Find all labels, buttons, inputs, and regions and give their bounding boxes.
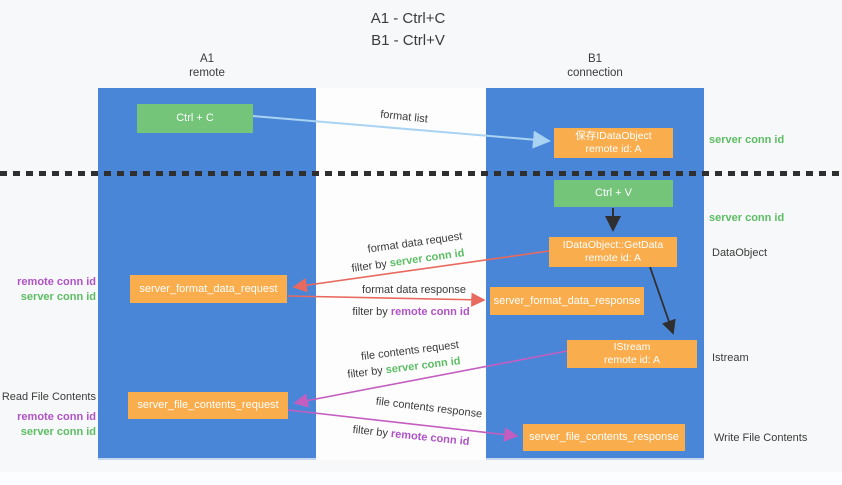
session-separator-dotted-line [0, 171, 842, 176]
server-conn-id-top-label: server conn id [709, 134, 785, 146]
diagram-title: A1 - Ctrl+C B1 - Ctrl+V [318, 8, 498, 52]
write-file-contents-label: Write File Contents [714, 432, 808, 444]
lane-header-a1: A1 remote [147, 52, 267, 80]
server-file-contents-response-box: server_file_contents_response [523, 424, 685, 451]
title-line-2: B1 - Ctrl+V [371, 32, 445, 49]
ctrl-c-label: Ctrl + C [176, 112, 214, 124]
lane-b1-role: connection [567, 67, 623, 79]
format-data-response-label: format data response [362, 284, 466, 296]
istream-line2: remote id: A [603, 354, 661, 366]
filter-by-remote-conn-id-label-1: filter by remote conn id [352, 306, 469, 318]
save-dataobject-line2: remote id: A [585, 143, 642, 155]
remote-conn-id-label-1: remote conn id [17, 276, 96, 288]
ctrl-c-box: Ctrl + C [137, 104, 253, 133]
read-file-contents-label: Read File Contents [1, 391, 96, 403]
bottom-fade [0, 472, 842, 485]
lane-a1-name: A1 [199, 53, 215, 65]
server-format-data-response-label: server_format_data_response [493, 294, 641, 307]
filter-by-text-2: filter by [352, 306, 388, 318]
server-file-contents-request-label: server_file_contents_request [137, 399, 279, 411]
save-dataobject-line1: 保存IDataObject [575, 130, 652, 142]
server-conn-id-mid-label: server conn id [709, 212, 785, 224]
ctrl-v-box: Ctrl + V [554, 180, 673, 207]
filter-remote-conn-id-1: remote conn id [390, 306, 470, 318]
server-format-data-response-box: server_format_data_response [490, 287, 644, 315]
ctrl-v-label: Ctrl + V [595, 187, 632, 199]
server-file-contents-request-box: server_file_contents_request [128, 392, 288, 419]
lane-header-b1: B1 connection [535, 52, 655, 80]
istream-side-label: Istream [712, 352, 749, 364]
title-line-1: A1 - Ctrl+C [370, 10, 446, 27]
server-conn-id-label-2: server conn id [20, 426, 96, 438]
remote-conn-id-label-2: remote conn id [17, 411, 96, 423]
server-format-data-request-box: server_format_data_request [130, 275, 287, 303]
server-file-contents-response-label: server_file_contents_response [529, 431, 679, 443]
getdata-box: IDataObject::GetData remote id: A [549, 237, 677, 267]
server-format-data-request-label: server_format_data_request [139, 282, 278, 295]
lane-a1-role: remote [189, 67, 225, 79]
server-conn-id-label-1: server conn id [20, 291, 96, 303]
getdata-line1: IDataObject::GetData [562, 239, 664, 251]
lane-b1-name: B1 [587, 53, 603, 65]
dataobject-label: DataObject [712, 247, 768, 259]
getdata-line2: remote id: A [584, 252, 642, 264]
istream-line1: IStream [613, 341, 651, 353]
save-dataobject-box: 保存IDataObject remote id: A [554, 128, 673, 158]
istream-box: IStream remote id: A [567, 340, 697, 368]
